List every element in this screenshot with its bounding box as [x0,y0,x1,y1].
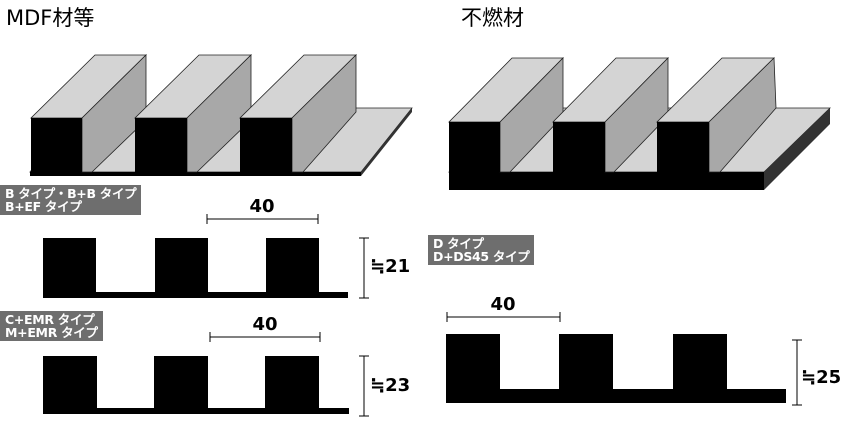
b-type-profile: 40 ≒21 [43,196,410,299]
label-c-type-line2: M+EMR タイプ [5,325,98,340]
nonflammable-panel-3d [448,57,831,190]
c-type-height-dim: ≒23 [370,375,410,396]
heading-mdf: MDF材等 [6,6,95,30]
b-type-width-dim: 40 [249,196,274,217]
c-type-width-dim: 40 [252,314,277,335]
d-type-profile: 40 ≒25 [446,294,841,406]
d-type-width-dim: 40 [490,294,515,315]
label-c-type-line1: C+EMR タイプ [5,312,95,327]
label-d-type-line1: D タイプ [433,236,484,251]
d-type-height-dim: ≒25 [801,367,841,388]
label-d-type: D タイプ D+DS45 タイプ [428,235,535,265]
label-c-type: C+EMR タイプ M+EMR タイプ [0,311,103,341]
label-b-type: B タイプ・B+B タイプ B+EF タイプ [0,185,142,215]
label-b-type-line2: B+EF タイプ [5,199,82,214]
label-b-type-line1: B タイプ・B+B タイプ [5,186,137,201]
heading-nonflammable: 不燃材 [461,6,524,30]
label-d-type-line2: D+DS45 タイプ [433,249,530,264]
c-type-profile: 40 ≒23 [43,314,410,417]
b-type-height-dim: ≒21 [370,256,410,277]
mdf-panel-3d [29,54,413,176]
